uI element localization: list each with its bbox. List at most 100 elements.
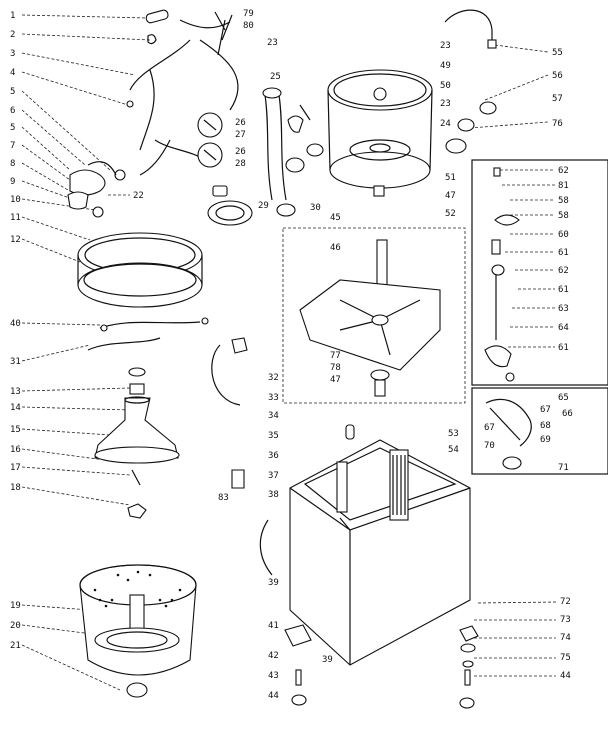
callout-44a: 44 bbox=[268, 691, 279, 701]
callout-61b: 61 bbox=[558, 285, 569, 295]
callout-31: 31 bbox=[10, 357, 21, 367]
callout-75: 75 bbox=[560, 653, 571, 663]
callout-25: 25 bbox=[270, 72, 281, 82]
callout-42: 42 bbox=[268, 651, 279, 661]
cabinet bbox=[289, 439, 471, 666]
callout-63: 63 bbox=[558, 304, 569, 314]
callout-4: 4 bbox=[10, 68, 15, 78]
callout-11: 11 bbox=[10, 213, 21, 223]
middle-parts bbox=[207, 87, 355, 706]
callout-54: 54 bbox=[448, 445, 459, 455]
middle-callouts: 79 80 23 25 26 27 26 28 29 30 45 46 77 7… bbox=[218, 9, 341, 701]
callout-58b: 58 bbox=[558, 211, 569, 221]
callout-77: 77 bbox=[330, 351, 341, 361]
callout-23b: 23 bbox=[440, 41, 451, 51]
callout-3: 3 bbox=[10, 49, 15, 59]
callout-46: 46 bbox=[330, 243, 341, 253]
callout-7: 7 bbox=[10, 141, 15, 151]
callout-71: 71 bbox=[558, 463, 569, 473]
callout-73: 73 bbox=[560, 615, 571, 625]
callout-45: 45 bbox=[330, 213, 341, 223]
callout-19: 19 bbox=[10, 601, 21, 611]
callout-51: 51 bbox=[445, 173, 456, 183]
callout-1: 1 bbox=[10, 11, 15, 21]
callout-23a: 23 bbox=[267, 38, 278, 48]
callout-37: 37 bbox=[268, 471, 279, 481]
callout-15: 15 bbox=[10, 425, 21, 435]
callout-44b: 44 bbox=[560, 671, 571, 681]
callout-69: 69 bbox=[540, 435, 551, 445]
callout-8: 8 bbox=[10, 159, 15, 169]
callout-40: 40 bbox=[10, 319, 21, 329]
callout-18: 18 bbox=[10, 483, 21, 493]
callout-72: 72 bbox=[560, 597, 571, 607]
left-parts: 22 bbox=[67, 9, 239, 698]
callout-76: 76 bbox=[552, 119, 563, 129]
callout-56: 56 bbox=[552, 71, 563, 81]
callout-36: 36 bbox=[268, 451, 279, 461]
callout-64: 64 bbox=[558, 323, 569, 333]
callout-2: 2 bbox=[10, 30, 15, 40]
callout-79: 79 bbox=[243, 9, 254, 19]
callout-24: 24 bbox=[440, 119, 451, 129]
callout-29: 29 bbox=[258, 201, 269, 211]
transmission-box bbox=[282, 227, 466, 404]
callout-26a: 26 bbox=[235, 118, 246, 128]
callout-6: 6 bbox=[10, 106, 15, 116]
callout-17: 17 bbox=[10, 463, 21, 473]
callout-47b: 47 bbox=[445, 191, 456, 201]
callout-35: 35 bbox=[268, 431, 279, 441]
callout-22: 22 bbox=[133, 191, 144, 201]
callout-28: 28 bbox=[235, 159, 246, 169]
callout-74: 74 bbox=[560, 633, 571, 643]
left-callouts: 1 2 3 4 5 6 5 7 8 9 10 11 12 40 31 13 14… bbox=[10, 11, 21, 651]
callout-39: 39 bbox=[322, 655, 333, 665]
callout-9: 9 bbox=[10, 177, 15, 187]
callout-58a: 58 bbox=[558, 196, 569, 206]
callout-57: 57 bbox=[552, 94, 563, 104]
callout-66: 66 bbox=[562, 409, 573, 419]
callout-67a: 67 bbox=[540, 405, 551, 415]
callout-70: 70 bbox=[484, 441, 495, 451]
callout-34: 34 bbox=[268, 411, 279, 421]
callout-80: 80 bbox=[243, 21, 254, 31]
hose-55 bbox=[444, 9, 497, 154]
callout-78: 78 bbox=[330, 363, 341, 373]
callout-20: 20 bbox=[10, 621, 21, 631]
callout-38: 38 bbox=[268, 490, 279, 500]
callout-49: 49 bbox=[440, 61, 451, 71]
callout-27: 27 bbox=[235, 130, 246, 140]
callout-21: 21 bbox=[10, 641, 21, 651]
callout-52: 52 bbox=[445, 209, 456, 219]
callout-65: 65 bbox=[558, 393, 569, 403]
right-top-callouts: 55 56 57 76 23 49 50 23 24 51 47 52 53 5… bbox=[440, 41, 563, 455]
callout-10: 10 bbox=[10, 195, 21, 205]
callout-68: 68 bbox=[540, 421, 551, 431]
callout-62b: 62 bbox=[558, 266, 569, 276]
callout-60: 60 bbox=[558, 230, 569, 240]
callout-5b: 5 bbox=[10, 123, 15, 133]
callout-53: 53 bbox=[448, 429, 459, 439]
callout-30: 30 bbox=[310, 203, 321, 213]
inset-box-lower: 65 67 66 67 68 69 70 71 bbox=[471, 387, 608, 475]
callout-83: 83 bbox=[218, 493, 229, 503]
basket-perforations bbox=[93, 570, 182, 608]
callout-14: 14 bbox=[10, 403, 21, 413]
callout-50: 50 bbox=[440, 81, 451, 91]
callout-16: 16 bbox=[10, 445, 21, 455]
callout-12: 12 bbox=[10, 235, 21, 245]
callout-5: 5 bbox=[10, 87, 15, 97]
callout-47a: 47 bbox=[330, 375, 341, 385]
callout-39b: 39 bbox=[268, 578, 279, 588]
callout-81: 81 bbox=[558, 181, 569, 191]
callout-55: 55 bbox=[552, 48, 563, 58]
callout-23c: 23 bbox=[440, 99, 451, 109]
callout-41: 41 bbox=[268, 621, 279, 631]
callout-32: 32 bbox=[268, 373, 279, 383]
callout-61c: 61 bbox=[558, 343, 569, 353]
callout-43: 43 bbox=[268, 671, 279, 681]
callout-26b: 26 bbox=[235, 147, 246, 157]
callout-67b: 67 bbox=[484, 423, 495, 433]
callout-61a: 61 bbox=[558, 248, 569, 258]
callout-13: 13 bbox=[10, 387, 21, 397]
